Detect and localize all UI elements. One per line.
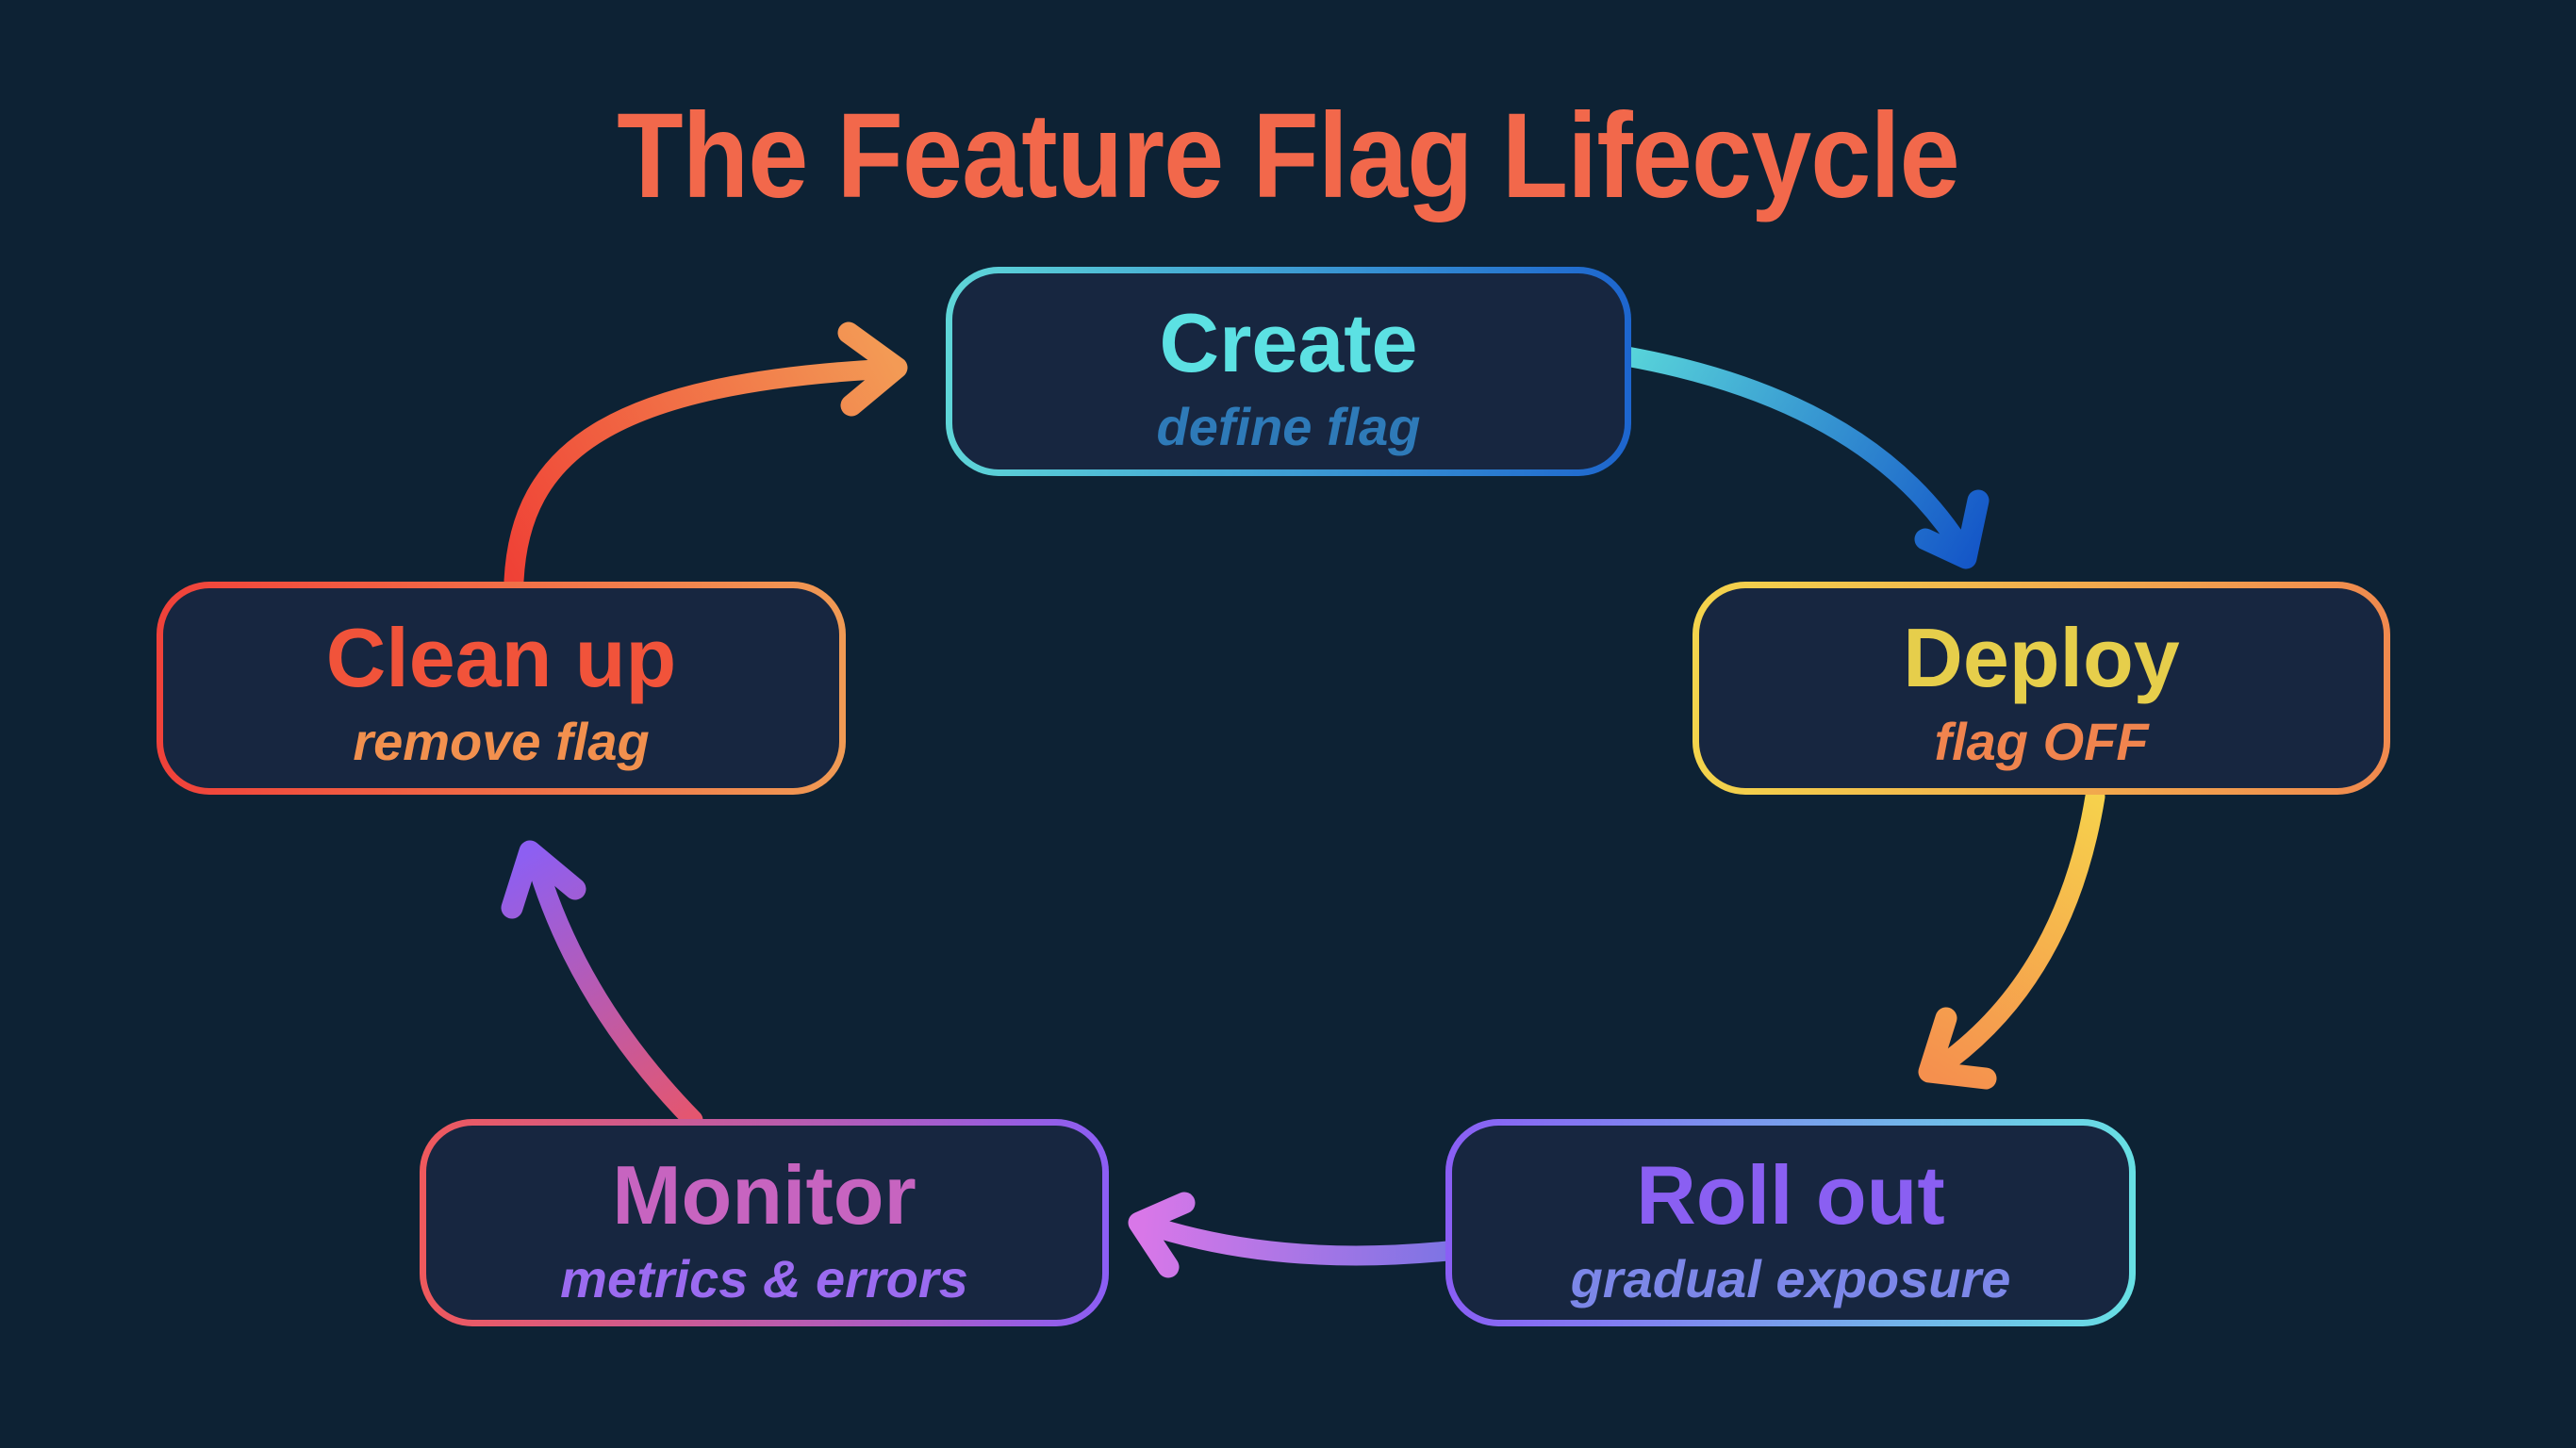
node-rollout-body: Roll out gradual exposure [1452, 1126, 2129, 1320]
arrow-monitor-to-cleanup [501, 840, 703, 1130]
node-rollout-label: Roll out [1636, 1148, 1945, 1242]
node-deploy-label: Deploy [1903, 611, 2180, 704]
arrow-cleanup-to-create [504, 321, 908, 591]
node-monitor-label: Monitor [612, 1148, 916, 1242]
node-monitor-sublabel: metrics & errors [560, 1249, 968, 1308]
node-create-sublabel: define flag [1156, 397, 1421, 456]
node-rollout-sublabel: gradual exposure [1570, 1249, 2011, 1308]
node-cleanup-label: Clean up [325, 611, 677, 704]
arrow-deploy-to-rollout [1918, 786, 2105, 1090]
node-create: Create define flag [946, 267, 1631, 476]
node-create-body: Create define flag [952, 273, 1625, 469]
node-monitor: Monitor metrics & errors [420, 1119, 1109, 1326]
node-deploy-body: Deploy flag OFF [1699, 588, 2384, 788]
node-cleanup-body: Clean up remove flag [163, 588, 839, 788]
node-cleanup: Clean up remove flag [157, 582, 846, 795]
page-title: The Feature Flag Lifecycle [617, 89, 1959, 223]
arrow-rollout-to-monitor [1128, 1192, 1467, 1278]
node-rollout: Roll out gradual exposure [1445, 1119, 2136, 1326]
node-cleanup-sublabel: remove flag [353, 712, 650, 771]
node-deploy-sublabel: flag OFF [1934, 712, 2149, 771]
node-deploy: Deploy flag OFF [1693, 582, 2390, 795]
node-monitor-body: Monitor metrics & errors [426, 1126, 1102, 1320]
node-create-label: Create [1159, 296, 1418, 389]
arrow-create-to-deploy [1616, 346, 1990, 569]
